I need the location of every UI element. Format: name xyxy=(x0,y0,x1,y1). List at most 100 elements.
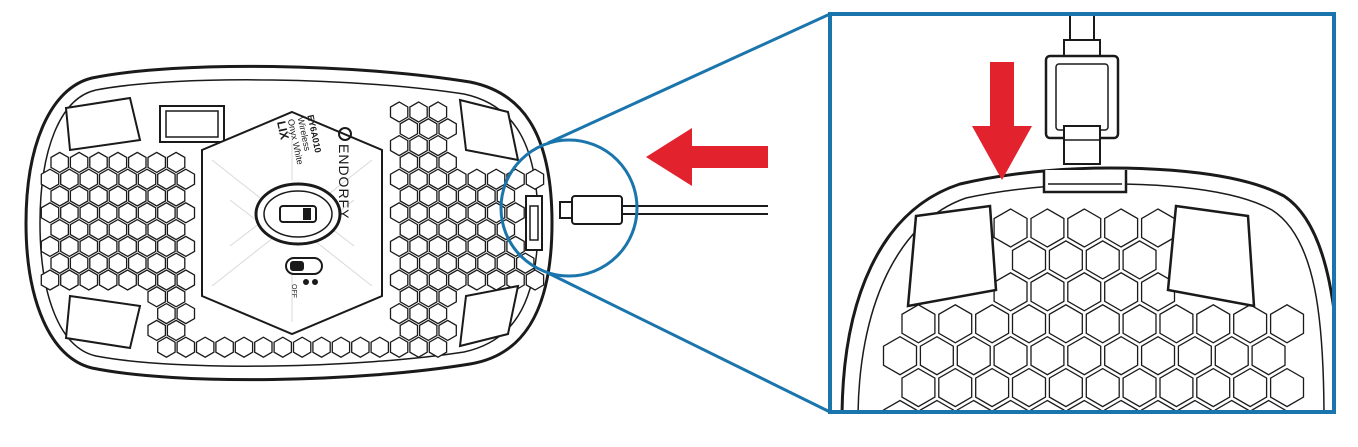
honeycomb-cell xyxy=(457,218,477,241)
honeycomb-cell xyxy=(50,151,70,174)
zoom-circle xyxy=(499,138,639,278)
honeycomb-cell xyxy=(399,118,419,140)
honeycomb-cell xyxy=(127,185,147,207)
honeycomb-cell xyxy=(118,269,137,291)
honeycomb-cell xyxy=(166,218,186,241)
honeycomb-cell xyxy=(1233,304,1268,344)
honeycomb-cell xyxy=(428,202,448,224)
honeycomb-cell xyxy=(1214,335,1249,376)
honeycomb-cell xyxy=(98,235,118,258)
honeycomb-cell xyxy=(351,336,370,358)
honeycomb-cell xyxy=(137,269,157,291)
zoom-frame xyxy=(828,12,1336,414)
honeycomb-cell xyxy=(1067,335,1102,376)
honeycomb-cell xyxy=(108,151,128,174)
honeycomb-cell xyxy=(176,168,196,190)
off-label: OFF xyxy=(290,284,297,298)
honeycomb-cell xyxy=(409,202,428,224)
honeycomb-cell xyxy=(50,252,70,274)
honeycomb-cell xyxy=(525,168,545,190)
honeycomb-cell xyxy=(486,269,506,291)
honeycomb-cell xyxy=(515,252,535,274)
honeycomb-cell xyxy=(882,335,918,376)
honeycomb-cell xyxy=(108,218,128,241)
honeycomb-cell xyxy=(389,302,409,325)
honeycomb-cell xyxy=(147,151,167,174)
honeycomb-cell xyxy=(477,218,496,241)
honeycomb-cell xyxy=(467,202,487,224)
honeycomb-cell xyxy=(176,235,196,258)
honeycomb-cell xyxy=(79,269,99,291)
honeycomb-cell xyxy=(147,286,167,308)
honeycomb-cell xyxy=(166,319,186,342)
honeycomb-cell xyxy=(157,202,176,224)
power-switch: OFF xyxy=(285,257,323,298)
honeycomb-cell xyxy=(428,134,448,157)
honeycomb-cell xyxy=(428,168,448,190)
honeycomb-cell xyxy=(1085,304,1120,344)
honeycomb-cell xyxy=(69,218,89,241)
honeycomb-cell xyxy=(418,218,438,241)
honeycomb-cell xyxy=(901,367,936,408)
callout-line-bottom xyxy=(547,271,831,414)
honeycomb-cell xyxy=(331,336,351,358)
honeycomb-cell xyxy=(108,252,128,274)
zoom-detail-panel xyxy=(828,12,1336,414)
brand-label: ENDORFY xyxy=(336,144,352,219)
honeycomb-cell xyxy=(1140,335,1176,376)
honeycomb-cell xyxy=(467,168,487,190)
honeycomb-cell xyxy=(938,304,973,344)
honeycomb-cell xyxy=(428,336,448,358)
honeycomb-cell xyxy=(98,168,118,190)
honeycomb-cell xyxy=(1233,367,1268,408)
honeycomb-cell xyxy=(108,185,128,207)
honeycomb-cell xyxy=(399,252,419,274)
honeycomb-cell xyxy=(496,252,516,274)
honeycomb-cell xyxy=(273,336,293,358)
arrow-down-icon xyxy=(972,62,1032,180)
honeycomb-cell xyxy=(1011,367,1047,408)
honeycomb-cell xyxy=(234,336,254,358)
honeycomb-cell xyxy=(1104,272,1139,312)
zoom-honeycomb-pattern xyxy=(882,208,1305,412)
zoom-callout xyxy=(499,12,831,414)
honeycomb-cell xyxy=(418,252,438,274)
honeycomb-cell xyxy=(79,202,99,224)
honeycomb-cell xyxy=(50,218,70,241)
honeycomb-cell xyxy=(118,202,137,224)
honeycomb-cell xyxy=(176,269,196,291)
glide-foot-bottom-left xyxy=(64,294,142,350)
honeycomb-cell xyxy=(418,319,438,342)
honeycomb-cell xyxy=(157,336,176,358)
honeycomb-cell xyxy=(399,151,419,174)
honeycomb-cell xyxy=(69,185,89,207)
arrow-left-icon xyxy=(646,128,768,186)
honeycomb-cell xyxy=(1122,240,1157,280)
honeycomb-cell xyxy=(137,168,157,190)
honeycomb-cell xyxy=(1122,304,1157,344)
honeycomb-cell xyxy=(176,202,196,224)
honeycomb-cell xyxy=(69,151,89,174)
honeycomb-cell xyxy=(1269,304,1305,344)
honeycomb-cell xyxy=(467,235,487,258)
honeycomb-cell xyxy=(993,335,1028,376)
honeycomb-cell xyxy=(1251,335,1286,376)
honeycomb-cell xyxy=(1196,367,1231,408)
honeycomb-cell xyxy=(389,134,409,157)
honeycomb-cell xyxy=(409,269,428,291)
honeycomb-cell xyxy=(312,336,331,358)
honeycomb-cell xyxy=(457,185,477,207)
honeycomb-cell xyxy=(89,218,108,241)
honeycomb-cell xyxy=(40,269,60,291)
honeycomb-cell xyxy=(40,202,60,224)
zoom-usb-c-connector-icon xyxy=(1044,14,1120,165)
honeycomb-cell xyxy=(438,319,457,342)
honeycomb-cell xyxy=(448,269,467,291)
honeycomb-cell xyxy=(409,134,428,157)
honeycomb-cell xyxy=(50,185,70,207)
honeycomb-cell xyxy=(448,168,467,190)
honeycomb-cell xyxy=(127,252,147,274)
honeycomb-cell xyxy=(457,252,477,274)
honeycomb-cell xyxy=(438,286,457,308)
honeycomb-cell xyxy=(1104,208,1139,248)
